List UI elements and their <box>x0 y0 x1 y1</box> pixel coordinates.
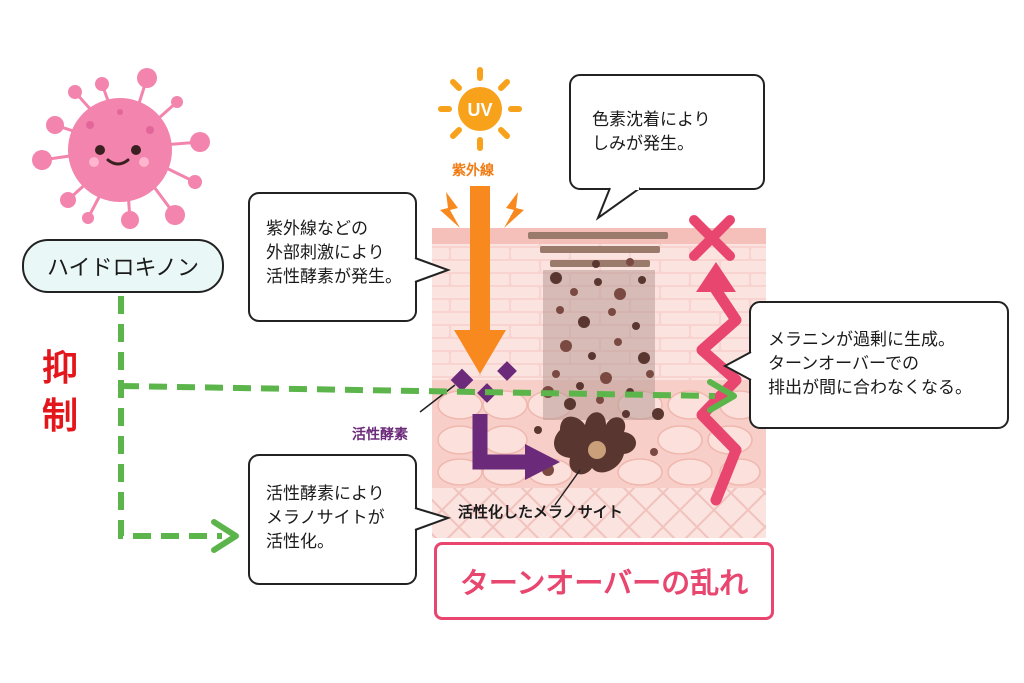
melanin-granule <box>614 288 626 300</box>
bubble-pigment-text: 色素沈着により しみが発生。 <box>592 110 711 154</box>
melanin-granule <box>600 372 612 384</box>
turnover-wave-arrow <box>696 262 742 506</box>
lightning-icon <box>440 192 524 228</box>
melanin-granule <box>646 370 654 378</box>
melanin-granule <box>578 316 590 328</box>
melanin-granule <box>638 276 646 284</box>
melanin-granule <box>614 338 622 346</box>
melanin-granule <box>560 340 572 352</box>
uv-sun-icon <box>438 67 522 151</box>
turnover-disruption-label: ターンオーバーの乱れ <box>434 542 774 620</box>
bubble-melanocyte-text: 活性酵素により メラノサイトが 活性化。 <box>266 484 385 552</box>
hydroquinone-label: ハイドロキノン <box>22 239 224 293</box>
melanin-granule <box>570 288 578 296</box>
cross-icon <box>689 215 735 261</box>
bubble-uv-cause <box>248 192 451 322</box>
melanin-granule <box>588 352 596 360</box>
melanin-granule <box>652 408 664 420</box>
uv-icon-text: UV <box>467 100 492 120</box>
activated-melanocyte-label: 活性化したメラノサイト <box>458 503 623 521</box>
melanin-granule <box>596 396 604 404</box>
hydroquinone-virus-icon <box>32 68 210 229</box>
melanin-granule <box>626 258 634 266</box>
activated-melanocyte-cell <box>554 412 636 475</box>
melanin-granule <box>550 272 562 284</box>
melanin-granule <box>608 308 616 316</box>
uv-label: 紫外線 <box>452 163 494 179</box>
bubble-uv-cause-text: 紫外線などの 外部刺激により 活性酵素が発生。 <box>266 219 402 287</box>
melanin-granule <box>622 410 630 418</box>
bubble-pigment <box>569 74 765 221</box>
melanin-granule <box>556 306 564 314</box>
melanin-granule <box>564 398 576 410</box>
melanin-granule <box>552 370 560 378</box>
melanin-granule <box>650 448 658 456</box>
melanin-granule <box>534 426 542 434</box>
bubble-melanocyte <box>248 454 452 585</box>
melanin-granule <box>592 260 600 268</box>
bubble-melanin <box>722 301 1009 429</box>
bubble-melanin-text: メラニンが過剰に生成。 ターンオーバーでの 排出が間に合わなくなる。 <box>768 330 972 398</box>
uv-arrow <box>454 186 506 374</box>
active-enzyme-label: 活性酵素 <box>352 427 408 443</box>
label-pointers <box>419 384 581 506</box>
inhibit-arrows <box>118 296 716 539</box>
melanin-granule <box>576 382 584 390</box>
melanin-granule <box>638 352 650 364</box>
skin-layers <box>432 228 766 538</box>
inhibit-label: 抑制 <box>41 348 78 437</box>
melanin-granule <box>594 278 602 286</box>
melanin-granule <box>632 322 640 330</box>
pigment-stripes <box>528 232 668 267</box>
enzyme-to-melanocyte-arrow <box>472 414 560 480</box>
inhibit-arrow-heads <box>211 379 737 553</box>
